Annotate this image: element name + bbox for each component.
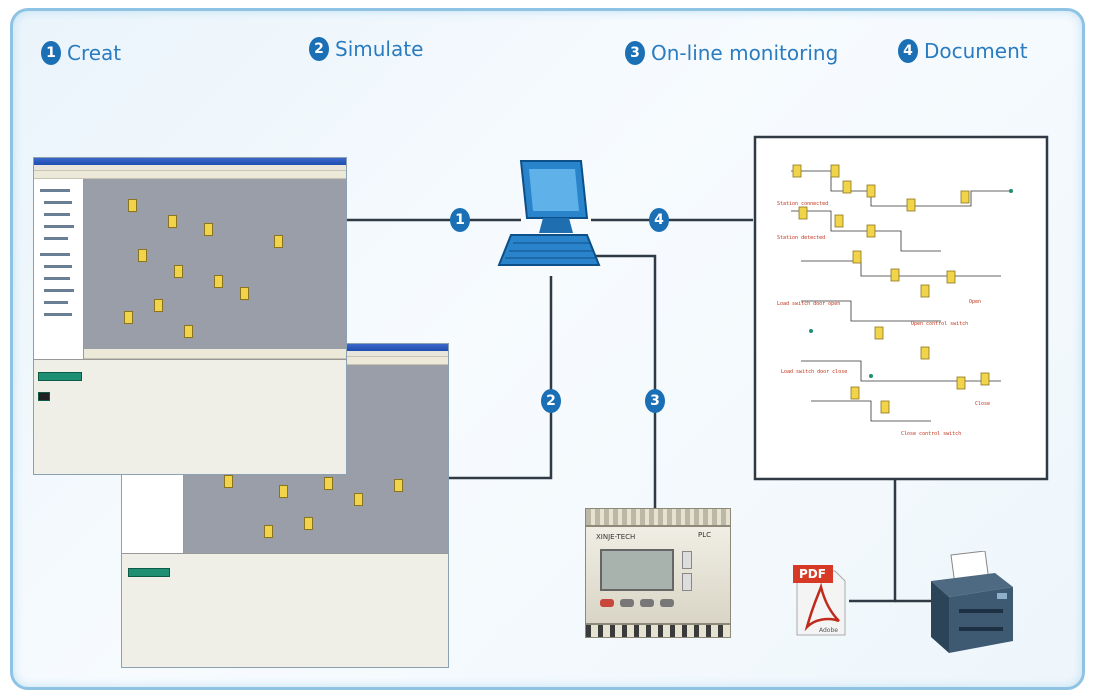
step-label: Simulate xyxy=(335,37,424,61)
step-simulate: 2 Simulate xyxy=(309,37,423,61)
plc-device: XINJE-TECH PLC xyxy=(585,508,731,646)
schematic-drawing: Station connected Station detected Load … xyxy=(771,151,1033,461)
schematic-caption: Close control switch xyxy=(901,431,962,437)
pdf-icon: PDF Adobe xyxy=(793,565,849,637)
line-pc-to-simulate xyxy=(448,276,553,480)
line-pc-to-plc xyxy=(591,254,657,511)
schematic-caption: Close xyxy=(975,401,991,407)
printer-icon xyxy=(925,551,1015,655)
step-number-badge: 4 xyxy=(898,39,918,63)
plc-button xyxy=(640,599,654,607)
pdf-vendor: Adobe xyxy=(819,627,838,634)
schematic-caption: Station detected xyxy=(777,235,826,241)
step-document: 4 Document xyxy=(898,39,1028,63)
plc-button xyxy=(660,599,674,607)
line-board-to-pdf xyxy=(849,476,897,603)
schematic-caption: Station connected xyxy=(777,201,829,207)
create-window-screenshot xyxy=(33,157,347,475)
step-number-badge: 1 xyxy=(41,41,61,65)
connector-badge-3: 3 xyxy=(645,389,671,413)
plc-button-red xyxy=(600,599,614,607)
diagram-frame: 1 Creat 2 Simulate 3 On-line monitoring … xyxy=(10,8,1085,690)
step-number-badge: 2 xyxy=(309,37,329,61)
schematic-caption: Load switch door close xyxy=(781,369,848,375)
connector-badge-2: 2 xyxy=(541,389,567,413)
pdf-label: PDF xyxy=(799,567,826,581)
connector-badge-4: 4 xyxy=(649,208,675,232)
plc-model: PLC xyxy=(698,531,712,539)
document-board xyxy=(753,135,1049,481)
step-number-badge: 3 xyxy=(625,41,645,65)
schematic-caption: Open xyxy=(969,299,982,305)
plc-display xyxy=(600,549,674,591)
step-online-monitoring: 3 On-line monitoring xyxy=(625,41,838,65)
plc-button xyxy=(620,599,634,607)
connection-lines xyxy=(346,135,1049,603)
plc-brand: XINJE-TECH xyxy=(596,533,636,541)
schematic-caption: Load switch door open xyxy=(777,301,841,307)
step-label: Creat xyxy=(67,41,122,65)
step-label: On-line monitoring xyxy=(651,41,839,65)
connector-badge-1: 1 xyxy=(450,208,476,232)
step-create: 1 Creat xyxy=(41,41,121,65)
step-label: Document xyxy=(924,39,1028,63)
schematic-caption: Open control switch xyxy=(911,321,969,327)
computer-icon xyxy=(497,160,601,266)
